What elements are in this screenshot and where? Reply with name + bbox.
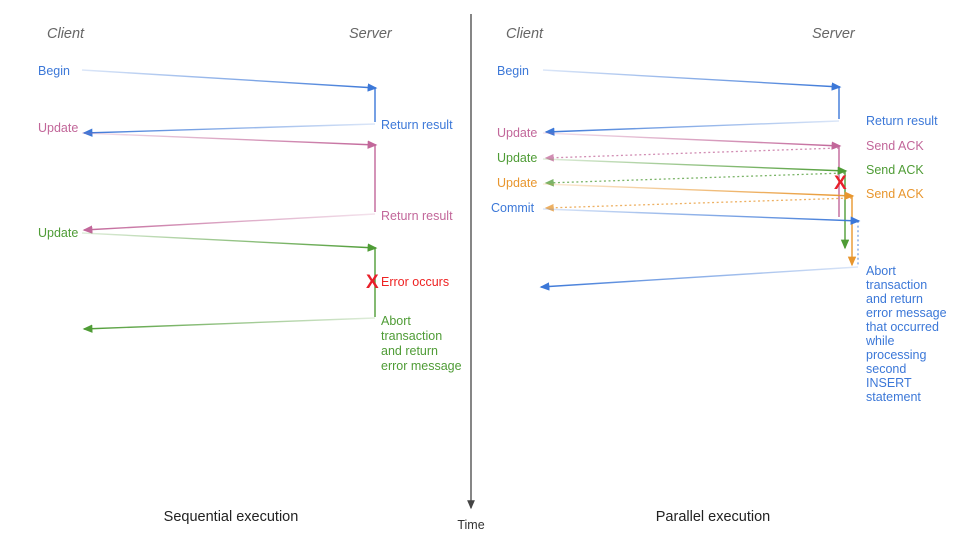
left-server-header: Server bbox=[349, 26, 393, 42]
left-arrow-return-result-1 bbox=[82, 123, 376, 137]
right-label-update-2: Update bbox=[497, 151, 537, 165]
right-abort-line-9: INSERT bbox=[866, 376, 912, 390]
left-diagram: Client Server Begin Update Update Return… bbox=[38, 26, 462, 525]
right-arrow-begin-request bbox=[542, 69, 842, 91]
left-abort-line-1: Abort bbox=[381, 314, 411, 328]
right-label-return-result: Return result bbox=[866, 114, 938, 128]
left-abort-line-4: error message bbox=[381, 359, 462, 373]
left-error-x-icon: X bbox=[366, 272, 379, 293]
right-label-update-3: Update bbox=[497, 176, 537, 190]
right-arrow-ack-orange bbox=[544, 197, 853, 212]
left-arrow-update-green-request bbox=[81, 232, 378, 252]
right-abort-line-7: processing bbox=[866, 348, 926, 362]
right-arrow-commit-request bbox=[542, 208, 861, 225]
right-abort-message-block: Abort transaction and return error messa… bbox=[865, 264, 947, 404]
right-arrow-update-orange-request bbox=[542, 183, 855, 200]
right-arrow-ack-pink bbox=[544, 147, 840, 162]
right-caption: Parallel execution bbox=[656, 509, 770, 525]
left-arrow-update-pink-request bbox=[81, 132, 378, 149]
right-abort-line-1: Abort bbox=[866, 264, 896, 278]
time-axis-label: Time bbox=[457, 518, 484, 532]
right-server-header: Server bbox=[812, 26, 856, 42]
left-label-update-2: Update bbox=[38, 226, 78, 240]
right-abort-line-8: second bbox=[866, 362, 906, 376]
left-arrow-abort-return bbox=[82, 317, 376, 333]
right-arrow-abort-return bbox=[539, 266, 859, 291]
right-abort-line-2: transaction bbox=[866, 278, 927, 292]
right-label-begin: Begin bbox=[497, 64, 529, 78]
right-abort-line-5: that occurred bbox=[866, 320, 939, 334]
left-label-update-1: Update bbox=[38, 121, 78, 135]
right-diagram: Client Server bbox=[491, 26, 947, 525]
left-caption: Sequential execution bbox=[164, 509, 299, 525]
right-abort-line-10: statement bbox=[866, 390, 921, 404]
time-axis: Time bbox=[457, 14, 485, 532]
right-label-send-ack-2: Send ACK bbox=[866, 163, 924, 177]
right-arrow-return-result bbox=[544, 120, 840, 136]
left-label-begin: Begin bbox=[38, 64, 70, 78]
left-arrow-return-result-2 bbox=[82, 213, 376, 234]
left-label-return-result-1: Return result bbox=[381, 118, 453, 132]
right-arrow-ack-green bbox=[544, 172, 846, 187]
right-label-send-ack-3: Send ACK bbox=[866, 187, 924, 201]
right-abort-line-3: and return bbox=[866, 292, 923, 306]
right-label-send-ack-1: Send ACK bbox=[866, 139, 924, 153]
left-arrow-begin-request bbox=[81, 69, 378, 92]
right-label-commit: Commit bbox=[491, 201, 535, 215]
left-label-error-occurs: Error occurs bbox=[381, 275, 449, 289]
right-abort-line-6: while bbox=[865, 334, 895, 348]
right-abort-line-4: error message bbox=[866, 306, 947, 320]
right-arrow-update-green-request bbox=[542, 158, 848, 175]
right-error-x-icon: X bbox=[834, 173, 847, 194]
left-abort-message-block: Abort transaction and return error messa… bbox=[381, 314, 462, 373]
left-client-header: Client bbox=[47, 26, 85, 42]
left-abort-line-3: and return bbox=[381, 344, 438, 358]
right-label-update-1: Update bbox=[497, 126, 537, 140]
right-arrow-update-pink-request bbox=[542, 132, 842, 150]
left-label-return-result-2: Return result bbox=[381, 209, 453, 223]
right-client-header: Client bbox=[506, 26, 544, 42]
left-abort-line-2: transaction bbox=[381, 329, 442, 343]
